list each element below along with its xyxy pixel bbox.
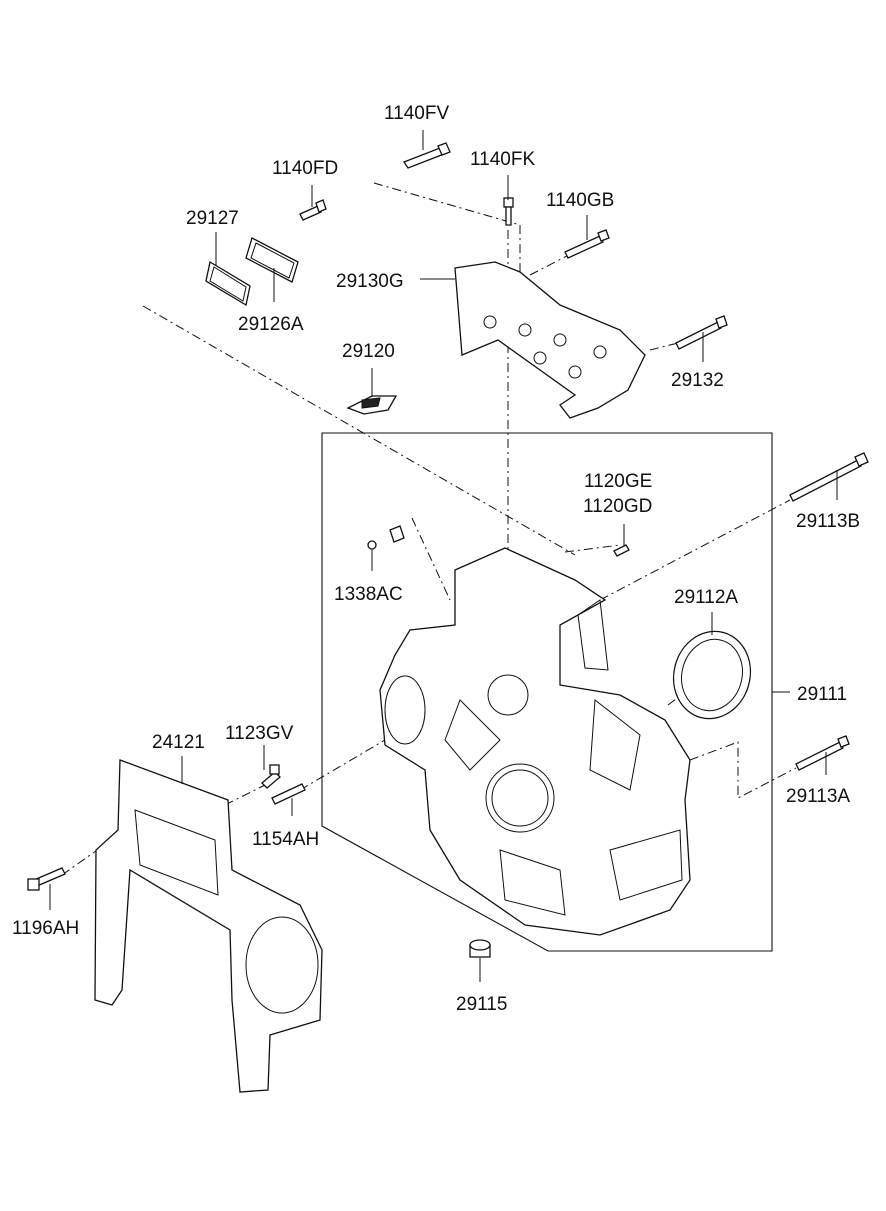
- cover-plate-29127: [205, 260, 251, 307]
- label-1140GB: 1140GB: [546, 190, 614, 211]
- label-29112A: 29112A: [674, 587, 738, 608]
- label-29126A: 29126A: [238, 314, 304, 335]
- oil-seal-29112A: [672, 630, 752, 720]
- label-29132: 29132: [671, 370, 724, 391]
- gasket-plate-24121: [94, 759, 323, 1093]
- bolt-29113B: [789, 452, 869, 502]
- label-1140FV: 1140FV: [384, 103, 449, 124]
- label-1120GE: 1120GE: [584, 471, 652, 492]
- bolt-1140FK: [503, 197, 514, 226]
- bolt-1196AH: [27, 867, 66, 891]
- cover-gasket-29126A: [245, 237, 299, 283]
- stud-1154AH: [271, 783, 306, 805]
- bracket-29120: [346, 395, 398, 415]
- label-24121: 24121: [152, 732, 205, 753]
- leader-lines: [49, 130, 838, 982]
- bolt-1123GV: [261, 764, 281, 789]
- timing-housing-29111: [379, 547, 691, 936]
- bracket-29130G: [454, 261, 646, 419]
- label-29127: 29127: [186, 208, 239, 229]
- label-29130G: 29130G: [336, 271, 404, 292]
- bolt-1140FD: [299, 199, 327, 221]
- label-1338AC: 1338AC: [334, 584, 403, 605]
- bolt-1120GE: [613, 544, 630, 557]
- bolt-29132: [675, 315, 728, 350]
- bolt-1140FV: [403, 142, 451, 169]
- label-29111: 29111: [797, 684, 847, 705]
- label-29115: 29115: [456, 994, 507, 1015]
- assembly-box: [321, 432, 773, 952]
- plug-29115: [469, 939, 491, 958]
- label-29120: 29120: [342, 341, 395, 362]
- label-1120GD: 1120GD: [583, 496, 652, 517]
- bolt-1140GB: [564, 229, 610, 259]
- label-29113A: 29113A: [786, 786, 850, 807]
- label-29113B: 29113B: [796, 511, 860, 532]
- label-1154AH: 1154AH: [252, 829, 319, 850]
- label-1196AH: 1196AH: [12, 918, 79, 939]
- label-1140FK: 1140FK: [470, 149, 535, 170]
- label-1123GV: 1123GV: [225, 723, 294, 744]
- bolt-29113A: [795, 735, 850, 771]
- label-1140FD: 1140FD: [272, 158, 338, 179]
- bolt-1338AC: [367, 525, 405, 550]
